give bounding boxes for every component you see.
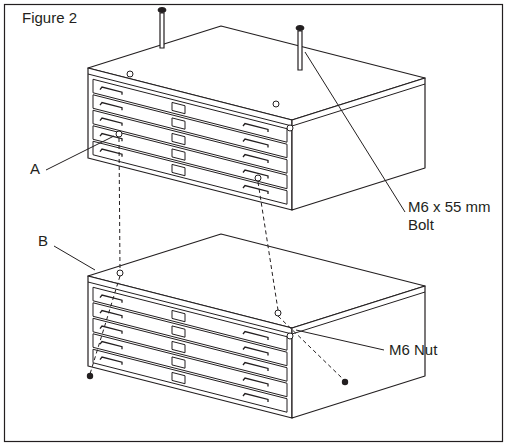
bolt [158,8,166,49]
label-holder [172,341,185,352]
label-holder [172,310,185,321]
drawer-handle [243,347,268,355]
leader-line [296,330,384,350]
label-holder [172,372,185,383]
alignment-line [258,182,278,310]
part-letter: A [30,160,40,178]
nut [87,373,93,379]
bolt-hole [287,125,293,131]
bolt [296,26,304,71]
cabinets [88,26,425,418]
drawer-handle [243,378,268,386]
drawer-handle [100,295,122,303]
part-label: M6 Nut [389,341,437,359]
drawer [93,141,287,204]
flat-file-cabinet [88,26,425,210]
label-holder [172,326,185,337]
drawer-handle [243,124,268,132]
bolt-hole [273,101,279,107]
drawer-handle [100,87,122,95]
bolt-hole [116,131,122,137]
alignment-line [119,138,120,270]
drawer-handle [243,155,268,163]
drawer-handle [243,363,268,371]
bolt-hole [275,310,281,316]
alignment-line [90,276,120,374]
drawer [93,349,287,412]
bolt-hole [287,333,293,339]
drawer-handle [100,118,122,126]
alignment-line [278,316,344,380]
cabinet-side [292,78,425,210]
drawer-handle [100,342,122,350]
cabinet-front [88,276,292,418]
drawer-handle [100,103,122,111]
figure-border [5,5,503,442]
label-holder [172,164,185,175]
leader-line [46,136,114,170]
label-holder [172,118,185,129]
leader-line [305,52,405,212]
nut [342,379,348,385]
top-panel-edge [88,282,425,334]
drawer-handle [243,394,268,402]
drawer-handle [100,311,122,319]
figure-title: Figure 2 [22,9,77,27]
drawer-handle [243,139,268,147]
drawer-handle [100,357,122,365]
part-label: M6 x 55 mm Bolt [408,198,500,234]
bolt-hole [255,175,261,181]
label-holder [172,102,185,113]
part-letter: B [38,232,48,250]
drawer-handle [243,186,268,194]
drawer-handle [243,332,268,340]
bolt-hole [117,270,123,276]
hardware [46,8,405,386]
flat-file-cabinet [88,234,425,418]
label-holder [172,357,185,368]
label-holder [172,133,185,144]
bolt-hole [127,71,133,77]
leader-line [54,246,95,270]
label-holder [172,149,185,160]
top-panel-edge [88,74,425,126]
